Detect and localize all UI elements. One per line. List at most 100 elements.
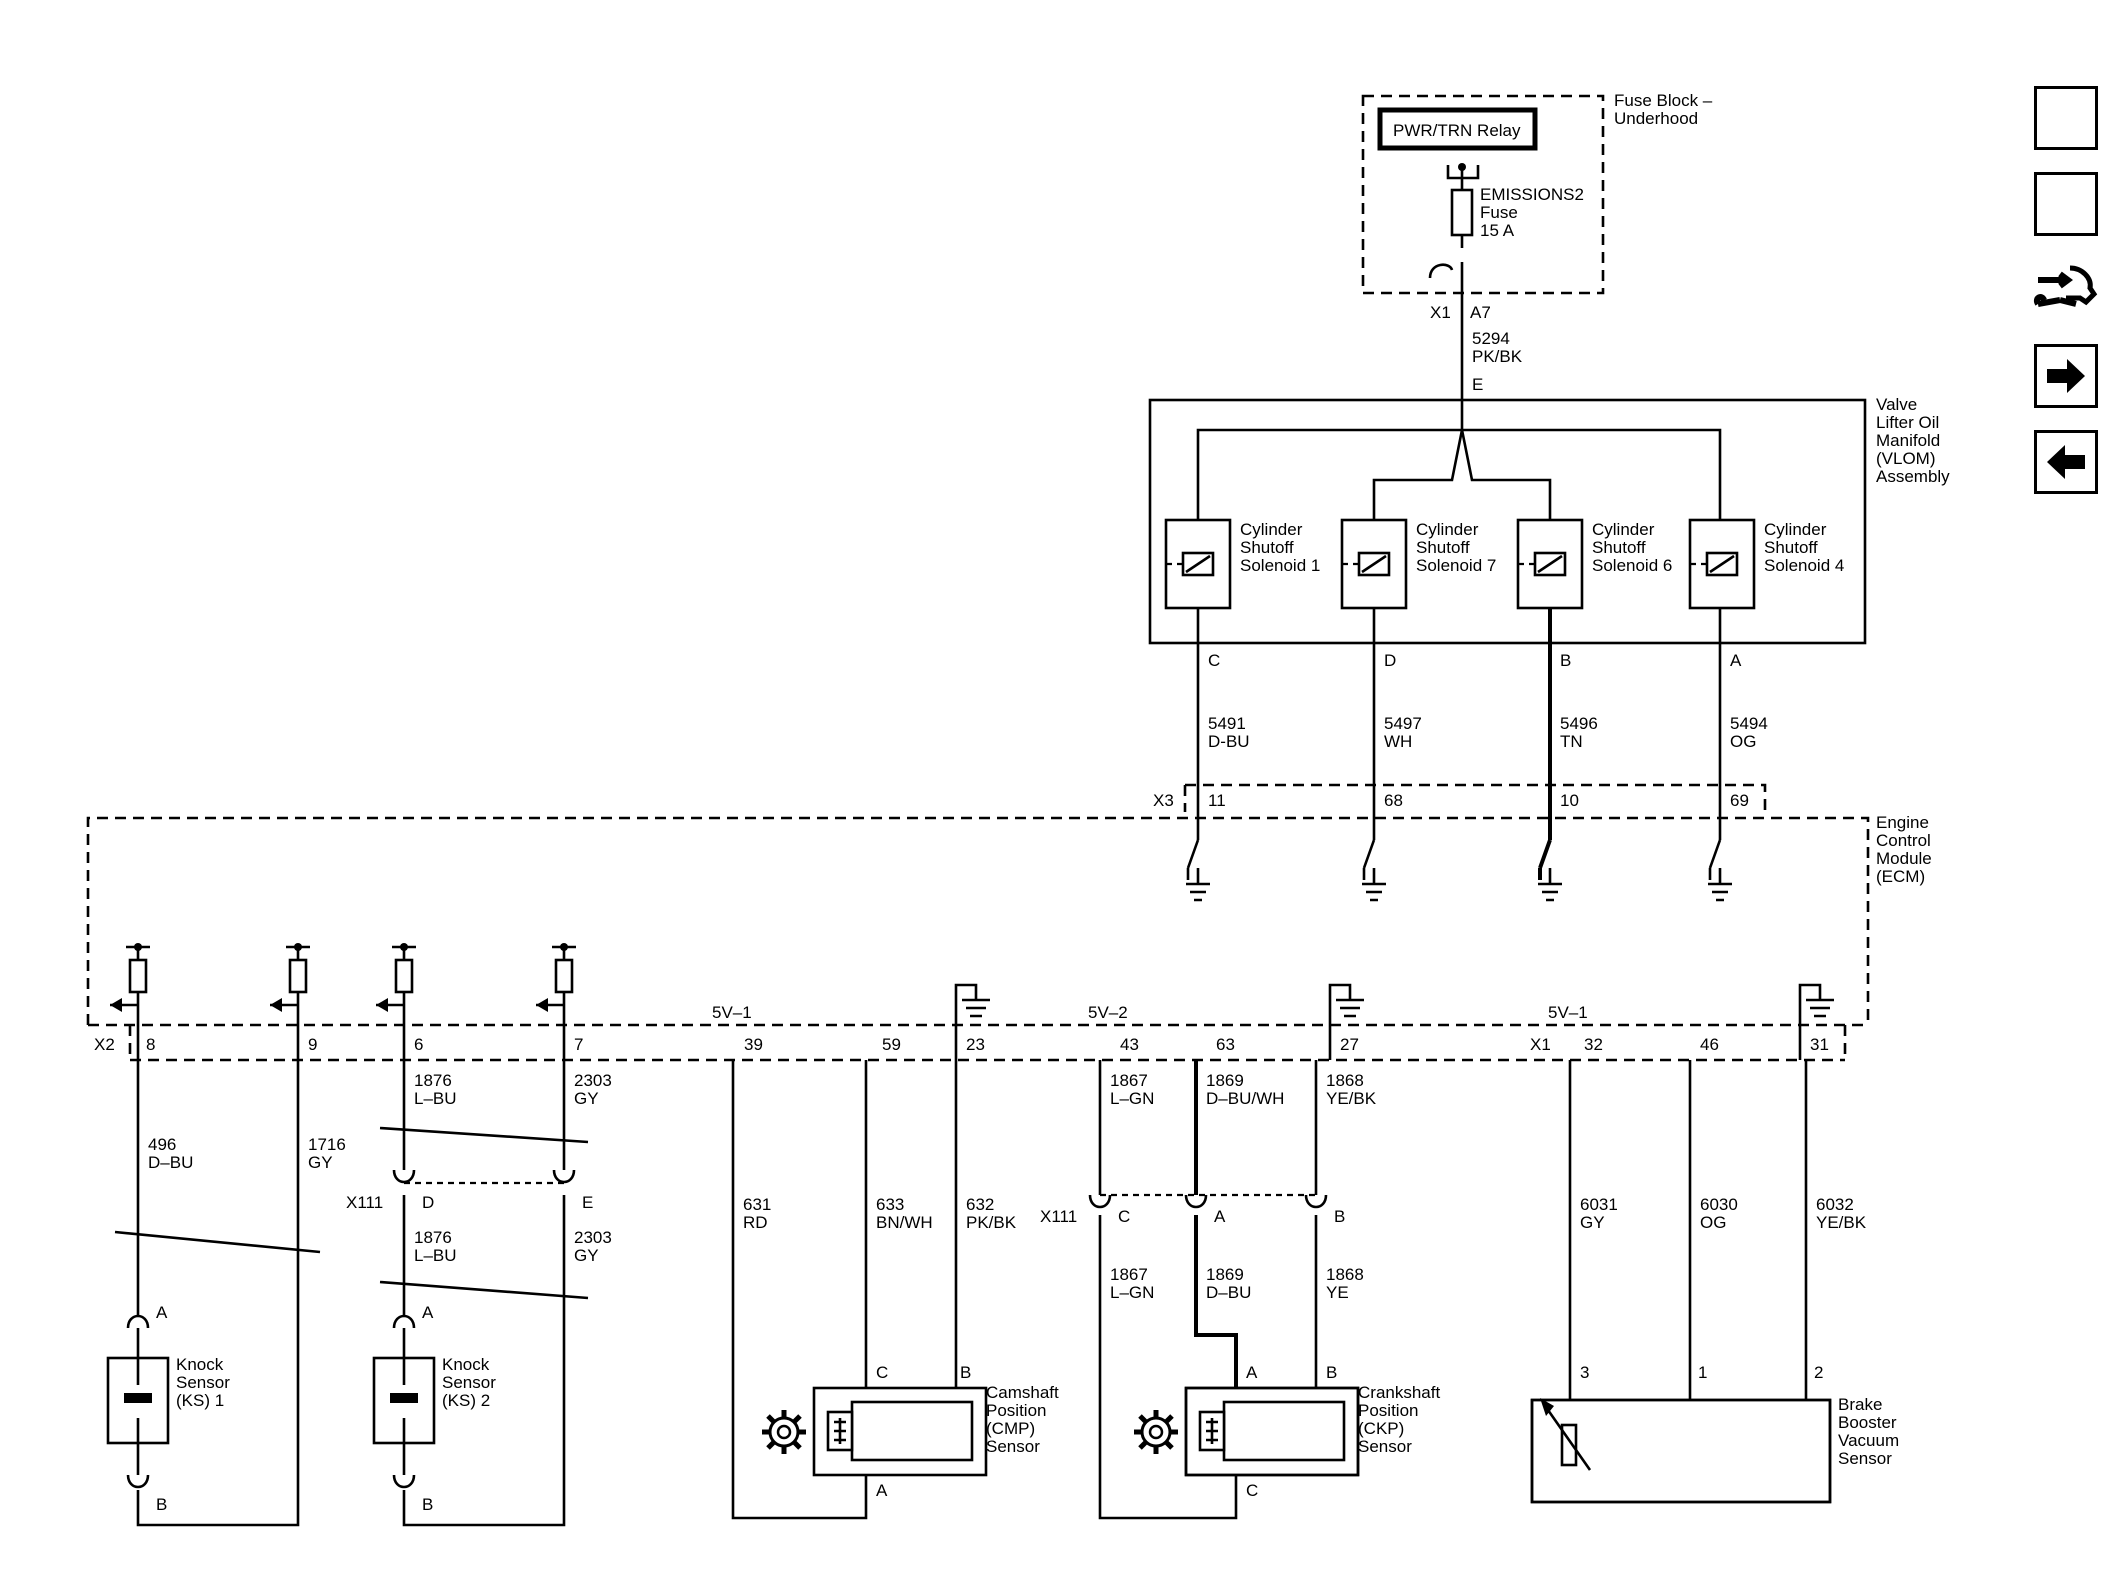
c5497: 5497 <box>1384 714 1422 733</box>
solenoid-1-l2: Shutoff <box>1240 538 1294 557</box>
feed-color: PK/BK <box>1472 347 1523 366</box>
ckp-label-1: Crankshaft <box>1358 1383 1440 1402</box>
cmp-label-4: Sensor <box>986 1437 1040 1456</box>
vlom-title-2: Lifter Oil <box>1876 413 1939 432</box>
x3-pin-69: 69 <box>1730 791 1749 810</box>
ecm-low-side-drivers <box>1186 839 1732 902</box>
pwr-trn-relay <box>1377 107 1538 151</box>
feed-pin: E <box>1472 375 1483 394</box>
c1867-top: 1867 <box>1110 1071 1148 1090</box>
c1868-top-color: YE/BK <box>1326 1089 1377 1108</box>
ecm-grounds <box>954 983 1834 1060</box>
ref-5v1: 5V–1 <box>712 1003 752 1022</box>
vlom-title-3: Manifold <box>1876 431 1940 450</box>
ecm-title-1: Engine <box>1876 813 1929 832</box>
sol6-pin: B <box>1560 651 1571 670</box>
c1867-bot: 1867 <box>1110 1265 1148 1284</box>
description-button[interactable] <box>2034 172 2098 236</box>
ks2-label-1: Knock <box>442 1355 490 1374</box>
c5496: 5496 <box>1560 714 1598 733</box>
sol1-pin: C <box>1208 651 1220 670</box>
ckp-label-2: Position <box>1358 1401 1418 1420</box>
cmp-label-2: Position <box>986 1401 1046 1420</box>
ks2-label-3: (KS) 2 <box>442 1391 490 1410</box>
ckp-sensor-circuit: X111 C A B 1867 L–GN 1869 D–BU/WH 1868 Y… <box>1040 1060 1440 1520</box>
knock-x111-d: D <box>422 1193 434 1212</box>
cmp-gear-icon <box>762 1410 806 1454</box>
c1876-bot: 1876 <box>414 1228 452 1247</box>
c1867-top-color: L–GN <box>1110 1089 1154 1108</box>
ecm-x3: X3 <box>1153 791 1174 810</box>
c1869-bot-color: D–BU <box>1206 1283 1251 1302</box>
c2303-top: 2303 <box>574 1071 612 1090</box>
location-button[interactable] <box>2034 86 2098 150</box>
c1869-bot: 1869 <box>1206 1265 1244 1284</box>
c1876-bot-color: L–BU <box>414 1246 457 1265</box>
c2303-top-color: GY <box>574 1089 599 1108</box>
c496: 496 <box>148 1135 176 1154</box>
fuse-rating: 15 A <box>1480 221 1515 240</box>
c6031: 6031 <box>1580 1195 1618 1214</box>
c633: 633 <box>876 1195 904 1214</box>
ecm-pin-59: 59 <box>882 1035 901 1054</box>
wrench-connector-icon[interactable] <box>2030 258 2100 322</box>
vlom-assembly: Valve Lifter Oil Manifold (VLOM) Assembl… <box>1148 395 1950 645</box>
ckp-x111-c: C <box>1118 1207 1130 1226</box>
sol4-pin: A <box>1730 651 1742 670</box>
cmp-pin-a: A <box>876 1481 888 1500</box>
bbvs-label-2: Booster <box>1838 1413 1897 1432</box>
c5496-color: TN <box>1560 732 1583 751</box>
solenoid-1: Cylinder Shutoff Solenoid 1 <box>1164 518 1320 610</box>
ks2-pin-b: B <box>422 1495 433 1514</box>
ks1-label-1: Knock <box>176 1355 224 1374</box>
solenoid-6: Cylinder Shutoff Solenoid 6 <box>1516 518 1672 610</box>
solenoid-4-l1: Cylinder <box>1764 520 1827 539</box>
ckp-pin-c: C <box>1246 1481 1258 1500</box>
ecm-title-4: (ECM) <box>1876 867 1925 886</box>
ecm-pin-46: 46 <box>1700 1035 1719 1054</box>
c1868-bot-color: YE <box>1326 1283 1349 1302</box>
bbvs-label-4: Sensor <box>1838 1449 1892 1468</box>
ks1-label-3: (KS) 1 <box>176 1391 224 1410</box>
bbvs-label-3: Vacuum <box>1838 1431 1899 1450</box>
next-page-button[interactable] <box>2034 344 2098 408</box>
ckp-x111-a: A <box>1214 1207 1226 1226</box>
c633-color: BN/WH <box>876 1213 933 1232</box>
c6031-color: GY <box>1580 1213 1605 1232</box>
c2303-bot-color: GY <box>574 1246 599 1265</box>
solenoid-7-l2: Shutoff <box>1416 538 1470 557</box>
arrow-left-icon <box>2047 445 2085 479</box>
solenoid-1-l3: Solenoid 1 <box>1240 556 1320 575</box>
ref-5v1b: 5V–1 <box>1548 1003 1588 1022</box>
bbvs-pin-3: 3 <box>1580 1363 1589 1382</box>
cavity-a7: A7 <box>1470 303 1491 322</box>
ecm-pin-32: 32 <box>1584 1035 1603 1054</box>
ecm-pin-6: 6 <box>414 1035 423 1054</box>
ckp-label-3: (CKP) <box>1358 1419 1404 1438</box>
cmp-label-1: Camshaft <box>986 1383 1059 1402</box>
ckp-label-4: Sensor <box>1358 1437 1412 1456</box>
ecm-module: Engine Control Module (ECM) X2 X1 5V–1 5… <box>86 813 1932 1062</box>
cmp-pin-c: C <box>876 1363 888 1382</box>
ecm-pin-9: 9 <box>308 1035 317 1054</box>
ecm-pin-31: 31 <box>1810 1035 1829 1054</box>
solenoid-6-l3: Solenoid 6 <box>1592 556 1672 575</box>
arrow-right-icon <box>2047 359 2085 393</box>
vlom-title-5: Assembly <box>1876 467 1950 486</box>
ecm-pin-23: 23 <box>966 1035 985 1054</box>
x3-pin-10: 10 <box>1560 791 1579 810</box>
ecm-pin-7: 7 <box>574 1035 583 1054</box>
c5491: 5491 <box>1208 714 1246 733</box>
x3-pin-11: 11 <box>1208 791 1226 810</box>
ks1-label-2: Sensor <box>176 1373 230 1392</box>
c5497-color: WH <box>1384 732 1412 751</box>
c1867-bot-color: L–GN <box>1110 1283 1154 1302</box>
c1876-top-color: L–BU <box>414 1089 457 1108</box>
ks2-pin-a: A <box>422 1303 434 1322</box>
previous-page-button[interactable] <box>2034 430 2098 494</box>
ecm-pin-43: 43 <box>1120 1035 1139 1054</box>
ckp-pin-a: A <box>1246 1363 1258 1382</box>
solenoid-6-l1: Cylinder <box>1592 520 1655 539</box>
vlom-title-1: Valve <box>1876 395 1917 414</box>
c2303-bot: 2303 <box>574 1228 612 1247</box>
